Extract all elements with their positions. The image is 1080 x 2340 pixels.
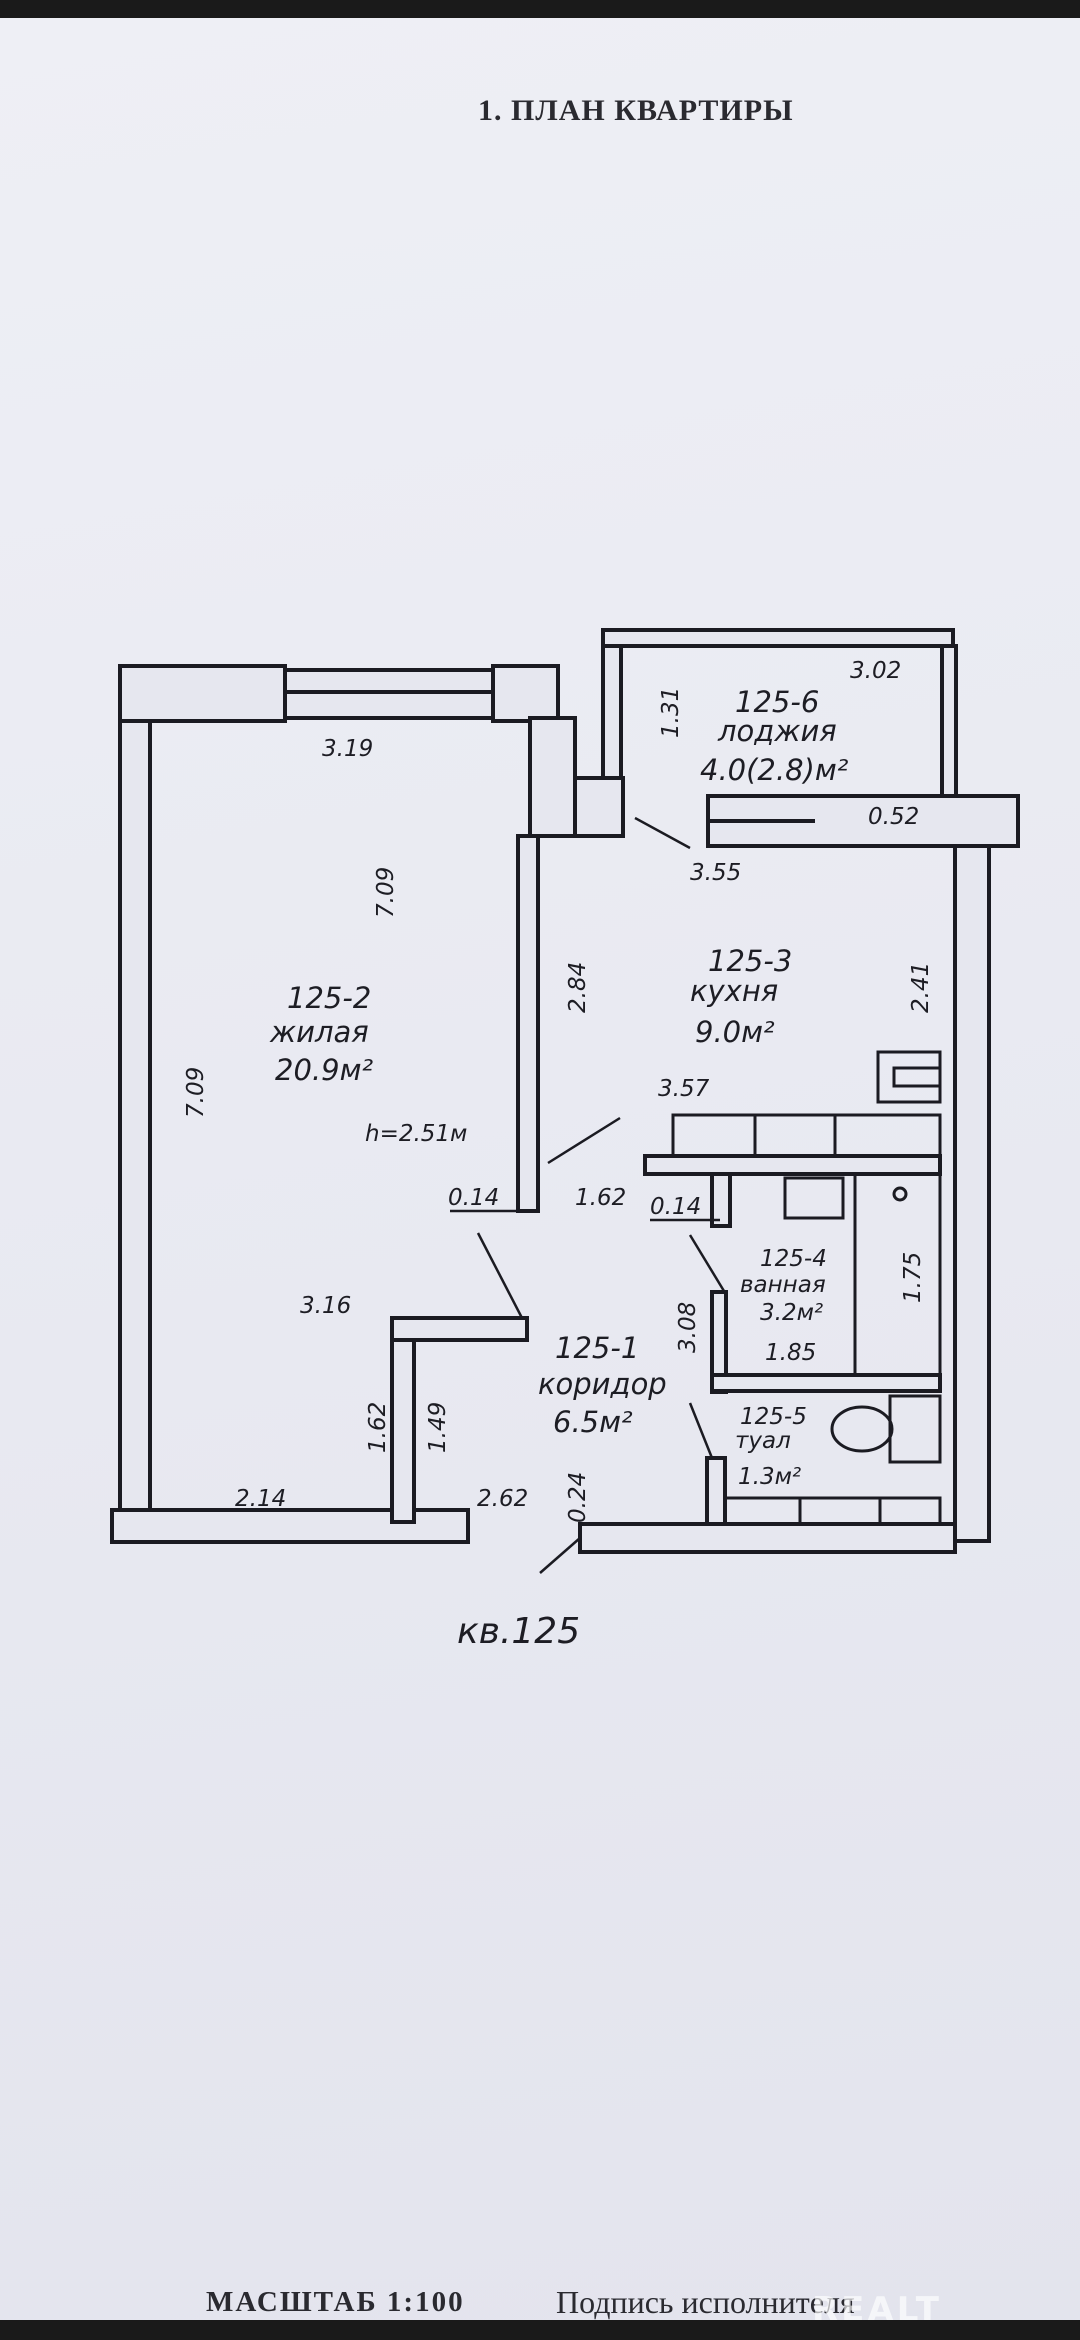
loggia-left-wall: [601, 631, 623, 780]
dim-corridor-mid: 1.62: [575, 1185, 626, 1211]
leader-lines: [450, 816, 729, 1574]
scale-label: МАСШТАБ 1:100: [206, 2286, 465, 2318]
dim-loggia-side: 1.31: [658, 687, 684, 738]
corridor-area: 6.5м²: [553, 1405, 633, 1439]
toilet-bowl: [830, 1405, 894, 1453]
page-title: 1. ПЛАН КВАРТИРЫ: [478, 94, 794, 127]
dim-living-bottom: 2.14: [235, 1486, 286, 1512]
loggia-right-wall: [940, 644, 958, 800]
corridor-code: 125-1: [555, 1331, 639, 1365]
dim-loggia-top: 3.02: [850, 658, 901, 684]
dim-loggia-ledge: 0.52: [868, 804, 919, 830]
leader-corridor: [688, 1402, 714, 1459]
bath-toilet-partition: [710, 1373, 942, 1393]
watermark-logo: REALT: [812, 2290, 942, 2320]
corridor-name: коридор: [538, 1367, 667, 1401]
column-b: [573, 776, 625, 838]
fixtures: [671, 1050, 942, 1526]
living-left-wall: [118, 691, 152, 1525]
bathroom-code: 125-4: [760, 1246, 827, 1272]
toilet-shelf: [723, 1496, 942, 1526]
living-code: 125-2: [287, 981, 371, 1015]
dim-living-stub-a: 1.62: [365, 1402, 391, 1453]
toilet-area: 1.3м²: [738, 1464, 801, 1490]
living-kitchen-partition: [516, 834, 540, 1213]
dim-living-lower: 3.16: [300, 1293, 351, 1319]
dim-living-left: 7.09: [183, 1067, 209, 1118]
bathroom-name: ванная: [740, 1272, 826, 1298]
loggia-top-wall: [601, 628, 955, 648]
kitchen-code: 125-3: [708, 944, 792, 978]
top-wall-right: [491, 664, 560, 723]
leader-kitchen-entry: [634, 816, 691, 850]
dim-living-stub-b: 1.49: [425, 1402, 451, 1453]
dim-wall-b: 0.14: [650, 1194, 701, 1220]
top-wall-left: [118, 664, 287, 723]
dim-entry-width: 2.62: [477, 1486, 528, 1512]
plan-sheet: 1. ПЛАН КВАРТИРЫ: [0, 18, 1080, 2320]
dim-kitchen-bottom: 3.57: [658, 1076, 710, 1102]
dim-entry-wall: 0.24: [565, 1472, 591, 1523]
toilet-tank: [888, 1394, 942, 1464]
dim-wall-a: 0.14: [448, 1185, 499, 1211]
leader-kitchen-bottom: [547, 1116, 621, 1165]
living-area: 20.9м²: [275, 1053, 373, 1087]
stove-inner: [892, 1066, 942, 1088]
loggia-name: лоджия: [717, 714, 837, 748]
dim-kitchen-right: 2.41: [908, 962, 934, 1013]
washbasin: [783, 1176, 845, 1220]
leader-living-door: [476, 1232, 524, 1319]
loggia-area: 4.0(2.8)м²: [700, 753, 849, 787]
apartment-label: кв.125: [457, 1611, 580, 1652]
kitchen-bath-partition: [643, 1154, 942, 1176]
bath-left-wall: [710, 1172, 732, 1228]
dim-bath-right: 1.75: [900, 1252, 926, 1303]
stove: [876, 1050, 942, 1104]
right-outer-wall: [953, 844, 991, 1543]
floor-plan-drawing: 125-2 жилая 20.9м² h=2.51м 125-3 кухня 9…: [110, 628, 1020, 1652]
bathroom-area: 3.2м²: [760, 1300, 823, 1326]
entry-bottom-wall: [578, 1522, 957, 1554]
room-labels: 125-2 жилая 20.9м² h=2.51м 125-3 кухня 9…: [269, 685, 849, 1490]
signature-label: Подпись исполнителя: [556, 2284, 855, 2320]
toilet-left-wall: [705, 1456, 727, 1530]
living-height: h=2.51м: [365, 1121, 467, 1147]
walls: [110, 628, 1020, 1554]
dim-living-right: 7.09: [373, 867, 399, 918]
loggia-code: 125-6: [735, 685, 819, 719]
toilet-name: туал: [735, 1428, 791, 1454]
column-a: [528, 716, 577, 838]
dim-living-top: 3.19: [322, 736, 373, 762]
dimension-labels: 3.19 7.09 7.09 3.16 2.14 1.62 1.49 0.14 …: [183, 658, 934, 1523]
dim-kitchen-top: 3.55: [690, 860, 741, 886]
leader-entry: [539, 1537, 581, 1574]
living-stub-wall: [390, 1334, 416, 1524]
kitchen-area: 9.0м²: [695, 1015, 775, 1049]
leader-bath: [688, 1234, 729, 1297]
dim-kitchen-left: 2.84: [565, 962, 591, 1013]
kitchen-name: кухня: [690, 974, 778, 1008]
bath-drain: [892, 1186, 908, 1202]
living-stub-cap: [390, 1316, 529, 1342]
toilet-code: 125-5: [740, 1404, 807, 1430]
kitchen-counter: [671, 1113, 942, 1158]
living-name: жилая: [269, 1015, 369, 1049]
bathtub: [853, 1172, 942, 1377]
dim-bath-width: 1.85: [765, 1340, 816, 1366]
dim-bath-height: 3.08: [675, 1302, 701, 1353]
